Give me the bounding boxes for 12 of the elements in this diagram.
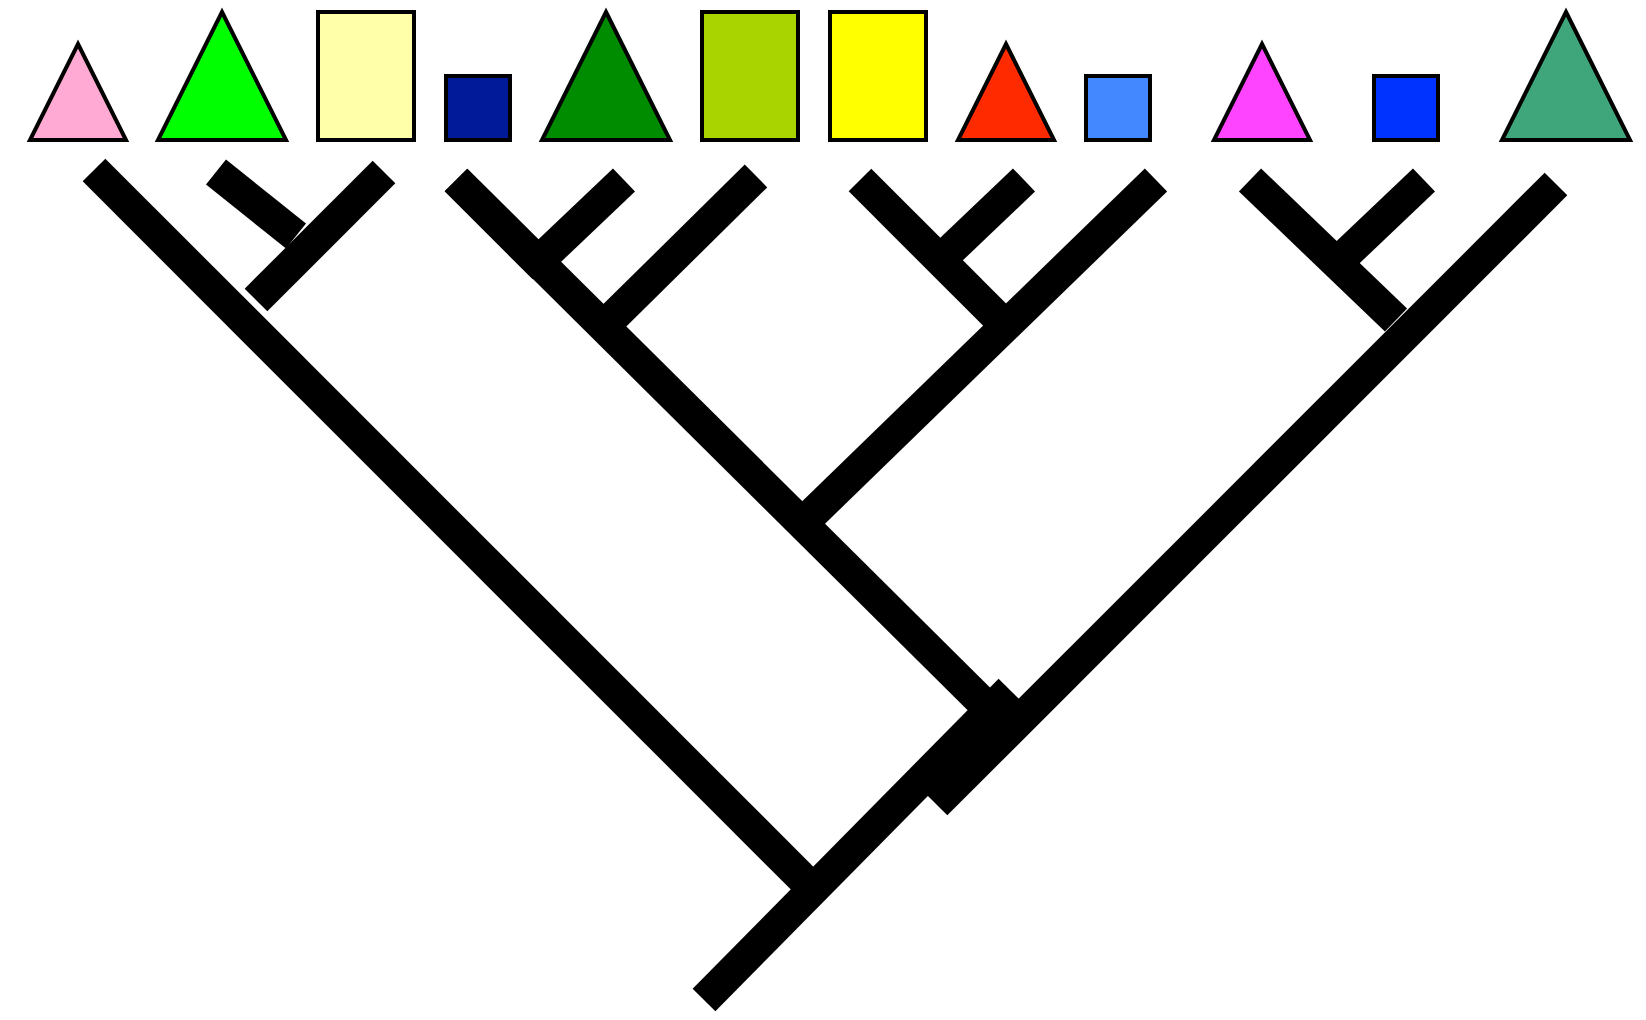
triangle-marker — [954, 39, 1058, 142]
square-marker — [828, 10, 928, 142]
square-marker — [1372, 74, 1440, 142]
square-marker — [444, 74, 512, 142]
square-marker — [316, 10, 416, 142]
triangle-marker — [26, 39, 130, 142]
triangle-marker — [154, 7, 290, 142]
square-marker — [1084, 74, 1152, 142]
triangle-marker — [1498, 7, 1634, 142]
triangle-marker — [538, 7, 674, 142]
triangle-marker — [1210, 39, 1314, 142]
square-marker — [700, 10, 800, 142]
